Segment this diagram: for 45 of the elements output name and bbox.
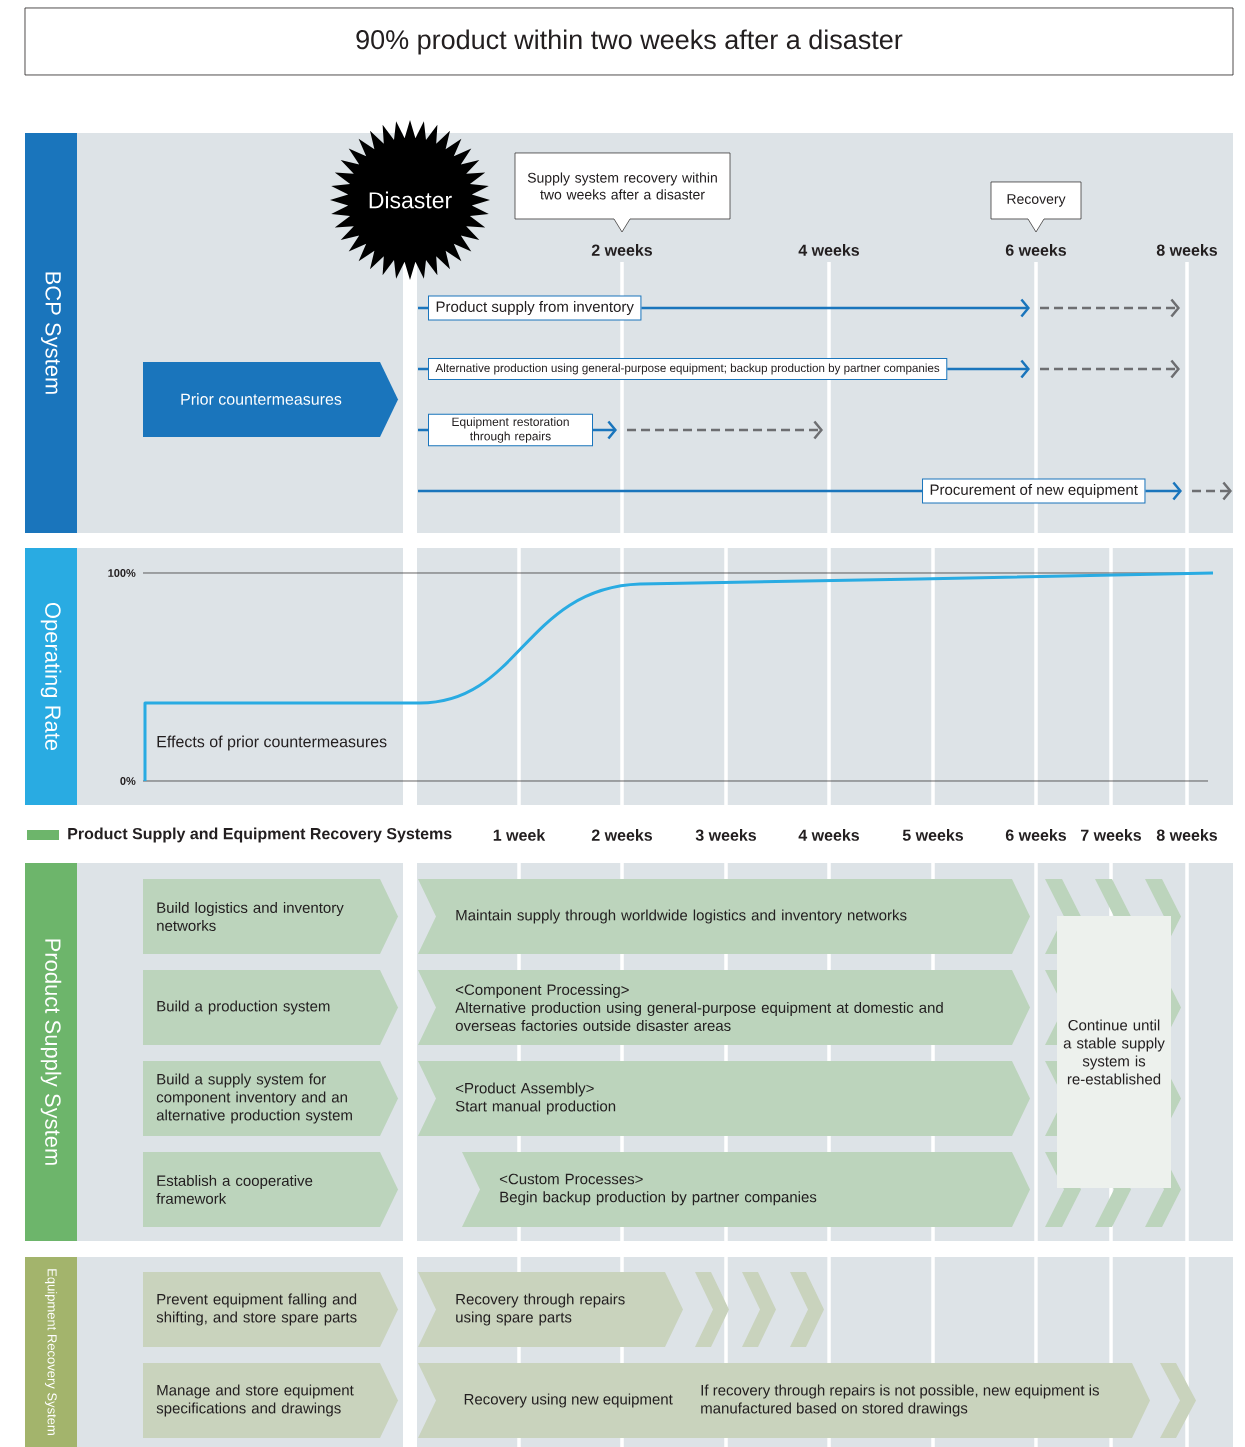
section-band: Product Supply System xyxy=(25,863,77,1241)
week-label: 8 weeks xyxy=(1156,244,1217,256)
chevron-box: Prevent equipment falling and shifting, and store spare parts xyxy=(143,1272,398,1347)
chevron-box: Recovery through repairs using spare parts xyxy=(418,1272,683,1347)
section-band: Equipment Recovery System xyxy=(25,1257,77,1447)
callout-box: Supply system recovery within two weeks after a disaster xyxy=(514,152,731,233)
arrow xyxy=(416,359,1030,379)
callout-box: Recovery xyxy=(990,181,1082,233)
week-label: 2 weeks xyxy=(591,829,652,841)
label-box: Equipment restoration through repairs xyxy=(428,413,593,447)
week-label: 4 weeks xyxy=(798,829,859,841)
chevron-box: <Custom Processes> Begin backup production by partner companies xyxy=(462,1152,1030,1227)
arrow-box: Prior countermeasures xyxy=(143,362,398,437)
section-band: BCP System xyxy=(25,133,77,533)
chevron-box: Build a production system xyxy=(143,970,398,1045)
tick-label: 0% xyxy=(120,777,136,785)
label-box: Procurement of new equipment xyxy=(922,478,1146,504)
arrow xyxy=(416,420,617,440)
week-label: 5 weeks xyxy=(902,829,963,841)
note-box: Continue until a stable supply system is re-established xyxy=(1057,916,1171,1188)
label-box: Alternative production using general-purpose equipment; backup production by partner companies xyxy=(428,358,948,380)
chevron-box: Build a supply system for component inventory and an alternative production system xyxy=(143,1061,398,1136)
tick-label: 100% xyxy=(108,569,136,577)
chevron-box: <Product Assembly> Start manual production xyxy=(418,1061,1030,1136)
chevron-box: Build logistics and inventory networks xyxy=(143,879,398,954)
chevron-box: Maintain supply through worldwide logistics and inventory networks xyxy=(418,879,1030,954)
chevron-box: Manage and store equipment specifications and drawings xyxy=(143,1363,398,1438)
starburst: Disaster xyxy=(330,120,490,280)
title-box: 90% product within two weeks after a disaster xyxy=(24,7,1234,76)
chevron-box: Establish a cooperative framework xyxy=(143,1152,398,1227)
section-band: Operating Rate xyxy=(25,548,77,805)
label-box: Product supply from inventory xyxy=(428,295,642,321)
week-label: 4 weeks xyxy=(798,244,859,256)
week-label: 7 weeks xyxy=(1081,829,1141,841)
week-label: 8 weeks xyxy=(1156,829,1217,841)
arrow xyxy=(416,298,1030,318)
week-label: 2 weeks xyxy=(591,244,652,256)
chevron-box: <Component Processing> Alternative production using general-purpose equipment at domestic and overseas factories outside disaster areas xyxy=(418,970,1030,1045)
week-label: 3 weeks xyxy=(695,829,756,841)
week-label: 1 week xyxy=(493,829,546,841)
legend-label: Product Supply and Equipment Recovery Systems xyxy=(68,827,452,843)
chart-annotation: Effects of prior countermeasures xyxy=(157,735,387,751)
chevron-box: Recovery using new equipment If recovery through repairs is not possible, new equipment is manufactured based on stored drawings xyxy=(418,1363,1150,1438)
week-label: 6 weeks xyxy=(1005,829,1066,841)
arrow xyxy=(1145,481,1182,501)
